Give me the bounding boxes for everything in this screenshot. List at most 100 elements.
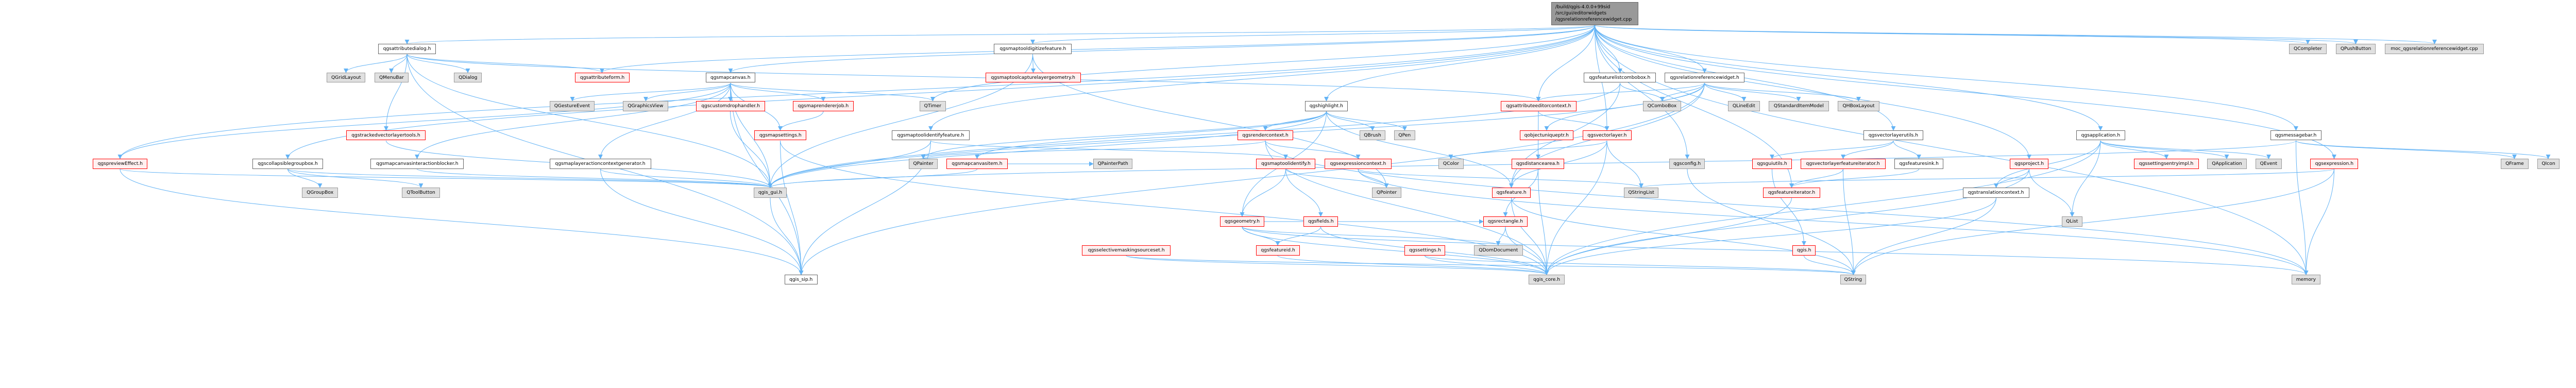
node-qevent[interactable]: QEvent [2256, 159, 2282, 170]
node-qgridlayout[interactable]: QGridLayout [327, 72, 366, 83]
include-edge-root-to-qgsattributeform [600, 25, 1595, 73]
include-edge-qgsvectorlayer-to-QStringList [1606, 140, 1643, 188]
include-edge-qgsgeometry-to-memory [1242, 226, 2309, 275]
node-qgis[interactable]: qgis.h [1792, 245, 1816, 256]
node-qgsgeometry[interactable]: qgsgeometry.h [1220, 216, 1264, 227]
node-qgsapplication[interactable]: qgsapplication.h [2076, 130, 2125, 141]
node-qpainter[interactable]: QPainter [908, 159, 938, 170]
node-moc-qgsrelationreferencewidget[interactable]: moc_qgsrelationreferencewidget.cpp [2384, 43, 2484, 54]
node-qgsfeatureid[interactable]: qgsfeatureid.h [1256, 245, 1300, 256]
node-qgsfeatureiterator[interactable]: qgsfeatureiterator.h [1763, 188, 1820, 198]
node-qgsprevieweffect[interactable]: qgspreviewEffect.h [93, 159, 148, 170]
node-qmenubar[interactable]: QMenuBar [375, 72, 409, 83]
node-qgsrectangle[interactable]: qgsrectangle.h [1483, 216, 1528, 227]
node-qgsattributedialog[interactable]: qgsattributedialog.h [378, 43, 436, 54]
node-qgsconfig[interactable]: qgsconfig.h [1669, 159, 1705, 170]
node-qhboxlayout[interactable]: QHBoxLayout [1838, 101, 1879, 112]
node-qgsmapsettings[interactable]: qgsmapsettings.h [754, 130, 807, 141]
node-qgis-sip[interactable]: qgis_sip.h [784, 274, 818, 285]
node-qgsexpressioncontext[interactable]: qgsexpressioncontext.h [1325, 159, 1392, 170]
node-qgsmaptooldigitizefeature[interactable]: qgsmaptooldigitizefeature.h [994, 43, 1072, 54]
include-edge-qgsattributedialog-to-QGridLayout [344, 54, 408, 73]
node-qdomdocument[interactable]: QDomDocument [1474, 245, 1523, 256]
node-qpen[interactable]: QPen [1394, 130, 1415, 141]
node-qapplication[interactable]: QApplication [2207, 159, 2247, 170]
include-edge-qgsvectorlayer-to-QColor [1448, 140, 1607, 159]
include-edge-qgsexpressioncontext-to-QStringList [1358, 168, 1643, 188]
node-qlist[interactable]: QList [2061, 216, 2082, 227]
root-path-line: /build/qgis-4.0.0+99sid [1555, 4, 1611, 10]
node-qgsfeaturesink[interactable]: qgsfeaturesink.h [1894, 159, 1944, 170]
node-qgsrelationreferencewidget[interactable]: qgsrelationreferencewidget.h [1665, 72, 1745, 83]
include-edge-qgsexpression-to-QString [1851, 168, 2334, 275]
include-edge-root-to-qgsmessagebar [1595, 25, 2298, 131]
node-qgstrackedvectorlayertools[interactable]: qgstrackedvectorlayertools.h [346, 130, 426, 141]
include-edge-qgsmapcanvas-to-qgis_sip [730, 82, 804, 275]
node-qgstranslationcontext[interactable]: qgstranslationcontext.h [1962, 188, 2029, 198]
node-qgsvectorlayer[interactable]: qgsvectorlayer.h [1583, 130, 1632, 141]
node-qgsmaprendererjob[interactable]: qgsmaprendererjob.h [792, 101, 854, 112]
node-qbrush[interactable]: QBrush [1360, 130, 1385, 141]
node-qpushbutton[interactable]: QPushButton [2336, 43, 2376, 54]
node-qgsselectivemaskingsourceset[interactable]: qgsselectivemaskingsourceset.h [1082, 245, 1171, 256]
include-edge-qgsapplication-to-qgis_core [1544, 140, 2101, 275]
node-qicon[interactable]: QIcon [2537, 159, 2560, 170]
node-qgsproject[interactable]: qgsproject.h [2010, 159, 2048, 170]
node-qgraphicsview[interactable]: QGraphicsView [622, 101, 669, 112]
node-qobjectuniqueptr[interactable]: qobjectuniqueptr.h [1519, 130, 1573, 141]
node-qgsfeature[interactable]: qgsfeature.h [1492, 188, 1531, 198]
node-qgsmaptoolidentify[interactable]: qgsmaptoolidentify.h [1256, 159, 1316, 170]
node-qgis-core[interactable]: qgis_core.h [1529, 274, 1565, 285]
node-qgsfeaturelistcombobox[interactable]: qgsfeaturelistcombobox.h [1583, 72, 1656, 83]
node-qgsmaplayeractioncontextgenerator[interactable]: qgsmaplayeractioncontextgenerator.h [549, 159, 651, 170]
node-qgsattributeeditorcontext[interactable]: qgsattributeeditorcontext.h [1501, 101, 1577, 112]
node-qpainterpath[interactable]: QPainterPath [1093, 159, 1133, 170]
node-qgsmaptoolidentifyfeature[interactable]: qgsmaptoolidentifyfeature.h [891, 130, 970, 141]
node-qgsmessagebar[interactable]: qgsmessagebar.h [2270, 130, 2321, 141]
node-qgscollapsiblegroupbox[interactable]: qgscollapsiblegroupbox.h [252, 159, 323, 170]
include-edge-root-to-qgsprevieweffect [117, 25, 1595, 159]
node-qgis-gui[interactable]: qgis_gui.h [753, 188, 787, 198]
node-qgshighlight[interactable]: qgshighlight.h [1304, 101, 1348, 112]
node-qgestureevent[interactable]: QGestureEvent [549, 101, 595, 112]
node-qgssettingsentryimpl[interactable]: qgssettingsentryimpl.h [2133, 159, 2199, 170]
root-path-line: /src/gui/editorwidgets [1555, 11, 1607, 16]
node-qgsattributeform[interactable]: qgsattributeform.h [575, 72, 630, 83]
node-qgsmapcanvas[interactable]: qgsmapcanvas.h [705, 72, 755, 83]
node-qgroupbox[interactable]: QGroupBox [301, 188, 338, 198]
include-edge-qgsproject-to-qgstranslationcontext [1994, 168, 2029, 188]
root-file-node[interactable]: /build/qgis-4.0.0+99sid /src/gui/editorw… [1551, 2, 1638, 26]
include-edge-qgssettings-to-qgis_core [1425, 255, 1549, 275]
node-qgsexpression[interactable]: qgsexpression.h [2310, 159, 2359, 170]
node-qstandarditemmodel[interactable]: QStandardItemModel [1769, 101, 1829, 112]
node-qgscustomdrophandler[interactable]: qgscustomdrophandler.h [696, 101, 765, 112]
node-qgsmapcanvasinteractionblocker[interactable]: qgsmapcanvasinteractionblocker.h [370, 159, 464, 170]
include-edge-qgsrendercontext-to-QPainter [921, 140, 1266, 159]
node-memory[interactable]: memory [2291, 274, 2321, 285]
node-qgsfields[interactable]: qgsfields.h [1303, 216, 1338, 227]
node-qtoolbutton[interactable]: QToolButton [402, 188, 440, 198]
include-edge-qgscustomdrophandler-to-qgis_gui [730, 111, 773, 188]
node-qgsrendercontext[interactable]: qgsrendercontext.h [1237, 130, 1294, 141]
node-qgsguiutils[interactable]: qgsguiutils.h [1752, 159, 1792, 170]
node-qdialog[interactable]: QDialog [454, 72, 482, 83]
node-qgsvectorlayerutils[interactable]: qgsvectorlayerutils.h [1863, 130, 1923, 141]
include-edge-qgsfeaturesink-to-qgsfeatureiterator [1789, 168, 1919, 188]
node-qgsmaptoolcapturelayergeometry[interactable]: qgsmaptoolcapturelayergeometry.h [985, 72, 1081, 83]
include-edge-qgsrelationreferencewidget-to-QStandardItemModel [1704, 82, 1801, 102]
node-qstringlist[interactable]: QStringList [1623, 188, 1659, 198]
node-qcombobox[interactable]: QComboBox [1642, 101, 1682, 112]
include-edge-root-to-qgsexpression [1595, 25, 2336, 159]
node-qcolor[interactable]: QColor [1438, 159, 1464, 170]
include-edge-qgsprevieweffect-to-qgis_gui [120, 168, 772, 188]
node-qpointer[interactable]: QPointer [1372, 188, 1401, 198]
node-qlineedit[interactable]: QLineEdit [1728, 101, 1760, 112]
node-qstring[interactable]: QString [1840, 274, 1867, 285]
node-qcompleter[interactable]: QCompleter [2289, 43, 2327, 54]
node-qtimer[interactable]: QTimer [920, 101, 946, 112]
node-qgsdistancearea[interactable]: qgsdistancearea.h [1511, 159, 1565, 170]
node-qgssettings[interactable]: qgssettings.h [1404, 245, 1446, 256]
node-qgsvectorlayerfeatureiterator[interactable]: qgsvectorlayerfeatureiterator.h [1800, 159, 1886, 170]
node-qframe[interactable]: QFrame [2501, 159, 2529, 170]
node-qgsmapcanvasitem[interactable]: qgsmapcanvasitem.h [946, 159, 1008, 170]
